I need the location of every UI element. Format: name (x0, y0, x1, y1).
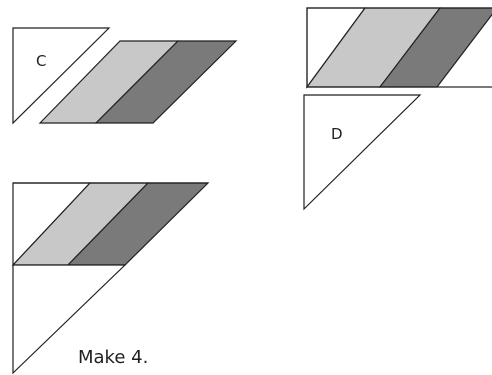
piece-d-triangle (303, 94, 422, 211)
piece-c-group: C (12, 27, 111, 125)
piece-d-label: D (331, 125, 343, 143)
sewn-strip-unit-top-right (305, 7, 492, 89)
dark-gray-strip (94, 40, 238, 124)
completed-block: Make 4. (11, 182, 210, 375)
piece-c-label: C (36, 52, 46, 70)
make-count-caption: Make 4. (78, 347, 148, 368)
unit-outline-top-right (306, 7, 492, 88)
piece-c-triangle (12, 27, 111, 125)
white-triangle-block-bottom (12, 264, 127, 375)
piece-d-group: D (303, 94, 422, 211)
strip-set-top-left (38, 40, 238, 124)
